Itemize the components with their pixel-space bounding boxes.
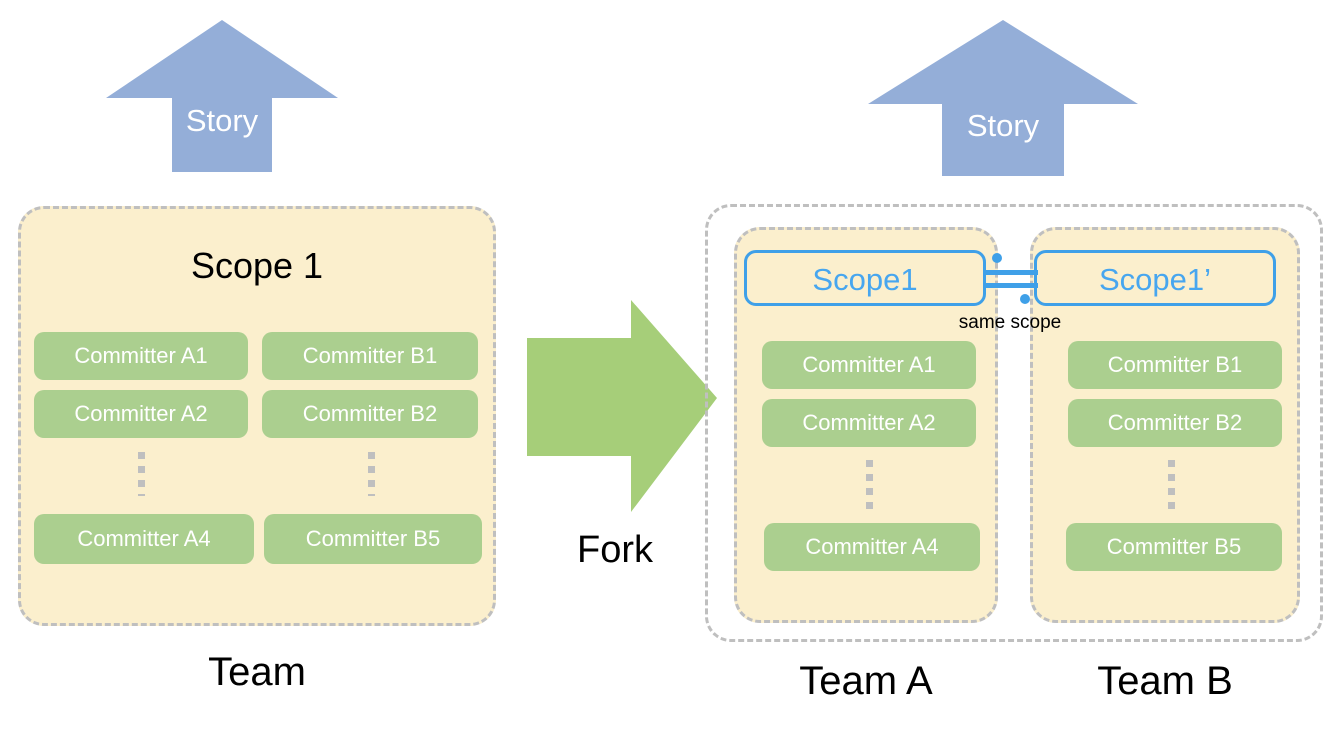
team-caption-b: Team B [1097,659,1233,703]
same-scope-caption: same scope [958,312,1062,333]
scope-title-left: Scope 1 [190,245,324,286]
committer-pill[interactable]: Committer A2 [34,390,248,438]
committer-pill[interactable]: Committer B5 [264,514,482,564]
fork-label: Fork [577,529,653,571]
team-caption-left: Team [208,650,306,694]
committer-pill[interactable]: Committer A2 [762,399,976,447]
committer-pill[interactable]: Committer B1 [262,332,478,380]
story-arrow-left-icon [106,20,338,172]
team-caption-a: Team A [799,659,933,703]
committer-pill[interactable]: Committer A4 [764,523,980,571]
committer-pill[interactable]: Committer B2 [1068,399,1282,447]
committer-pill[interactable]: Committer B5 [1066,523,1282,571]
vertical-dots-icon [1168,460,1175,510]
fork-outer-container [705,204,1323,642]
committer-pill[interactable]: Committer B2 [262,390,478,438]
story-label-left: Story [185,103,259,138]
vertical-dots-icon [866,460,873,510]
scope-label-a: Scope1 [812,262,918,297]
committer-pill[interactable]: Committer A1 [34,332,248,380]
story-arrow-right-icon [868,20,1138,176]
scope-label-b: Scope1’ [1098,262,1212,297]
scope-box-b[interactable] [1034,250,1276,306]
committer-pill[interactable]: Committer B1 [1068,341,1282,389]
vertical-dots-icon [368,452,375,496]
approximately-equal-icon [984,253,1038,304]
committer-pill[interactable]: Committer A1 [762,341,976,389]
fork-arrow-icon [527,300,717,512]
committer-pill[interactable]: Committer A4 [34,514,254,564]
story-label-right: Story [966,108,1040,143]
scope-box-a[interactable] [744,250,986,306]
vertical-dots-icon [138,452,145,496]
